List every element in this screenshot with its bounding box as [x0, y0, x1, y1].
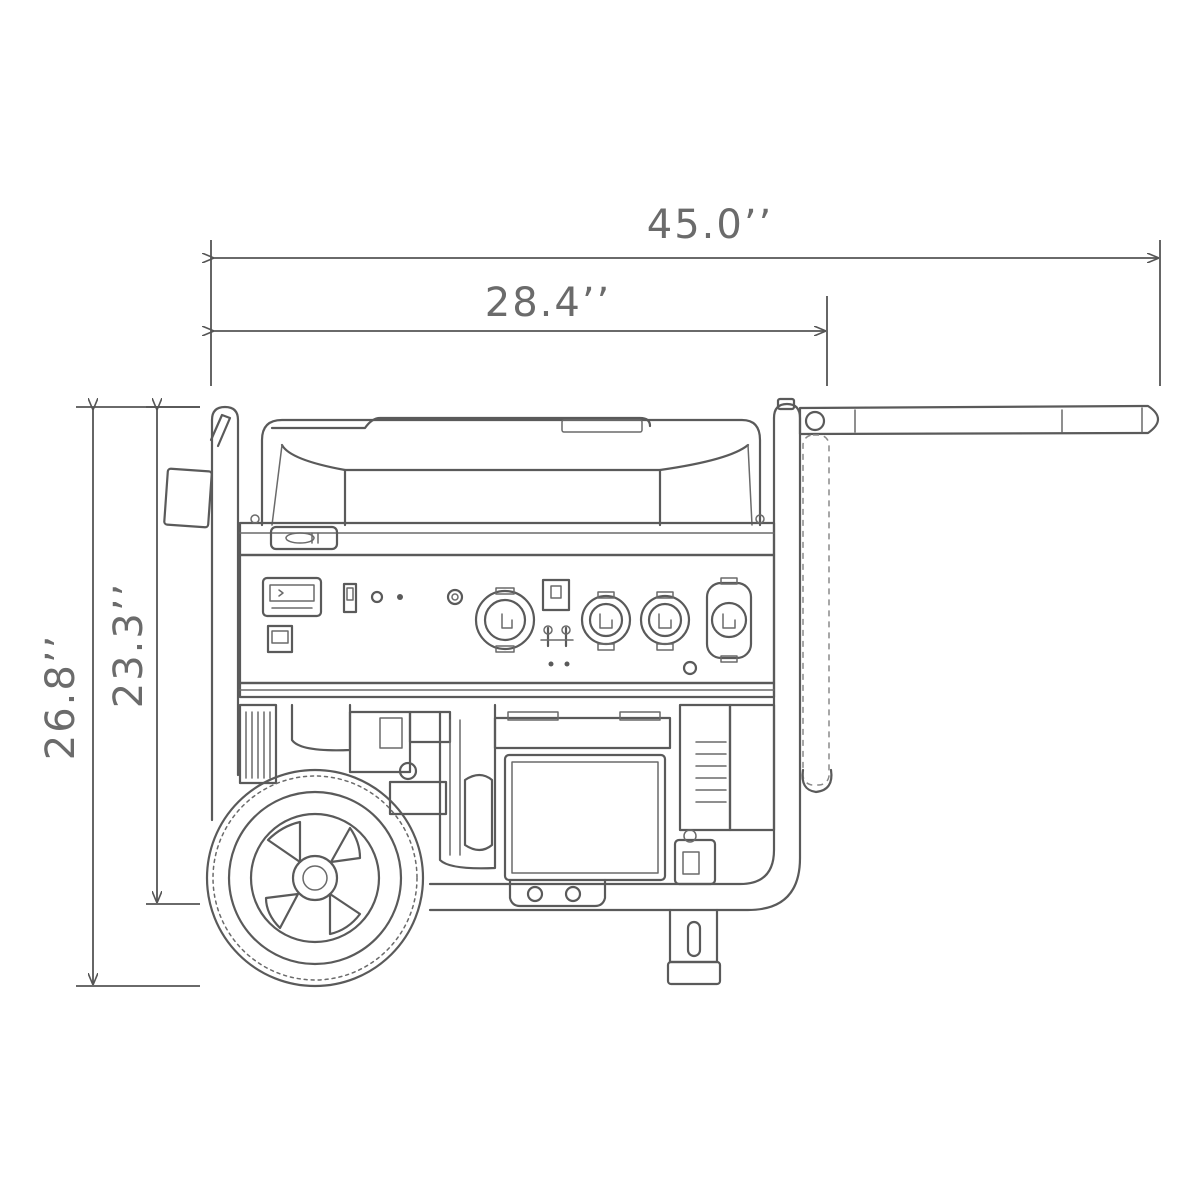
overall-length-label: 45.0’’ — [647, 202, 774, 248]
side-bracket — [163, 413, 232, 529]
dimension-overall-length: 45.0’’ — [211, 202, 1161, 386]
battery-latch — [673, 829, 717, 886]
outlet-30a — [705, 577, 753, 663]
indicator-light — [370, 590, 384, 604]
engine — [238, 703, 776, 870]
outlet-twistlock-large — [474, 587, 536, 653]
overall-height-label: 26.8’’ — [38, 634, 84, 761]
ground-terminal — [682, 660, 698, 676]
frame-tube — [210, 402, 802, 912]
battery — [503, 753, 667, 908]
outlet-duplex-1 — [580, 591, 632, 651]
generator-drawing — [163, 397, 1160, 988]
dimension-frame-length: 28.4’’ — [213, 280, 828, 386]
main-switch — [266, 624, 294, 654]
breaker-button — [446, 588, 464, 606]
wheel — [205, 768, 425, 988]
frame-height-label: 23.3’’ — [106, 582, 152, 709]
fuel-tank — [260, 416, 762, 527]
handle-extended — [776, 397, 1160, 436]
digital-meter — [261, 576, 323, 618]
frame-length-label: 28.4’’ — [485, 280, 612, 326]
voltage-selector — [541, 578, 571, 612]
outlet-duplex-2 — [639, 591, 691, 651]
handle-folded — [801, 434, 833, 794]
rocker-switch — [342, 582, 358, 614]
remote-fob — [269, 525, 339, 551]
control-panel — [238, 553, 776, 699]
dimension-overall-height: 26.8’’ — [38, 407, 200, 987]
dimension-frame-height: 23.3’’ — [106, 407, 200, 905]
support-leg — [666, 908, 722, 986]
